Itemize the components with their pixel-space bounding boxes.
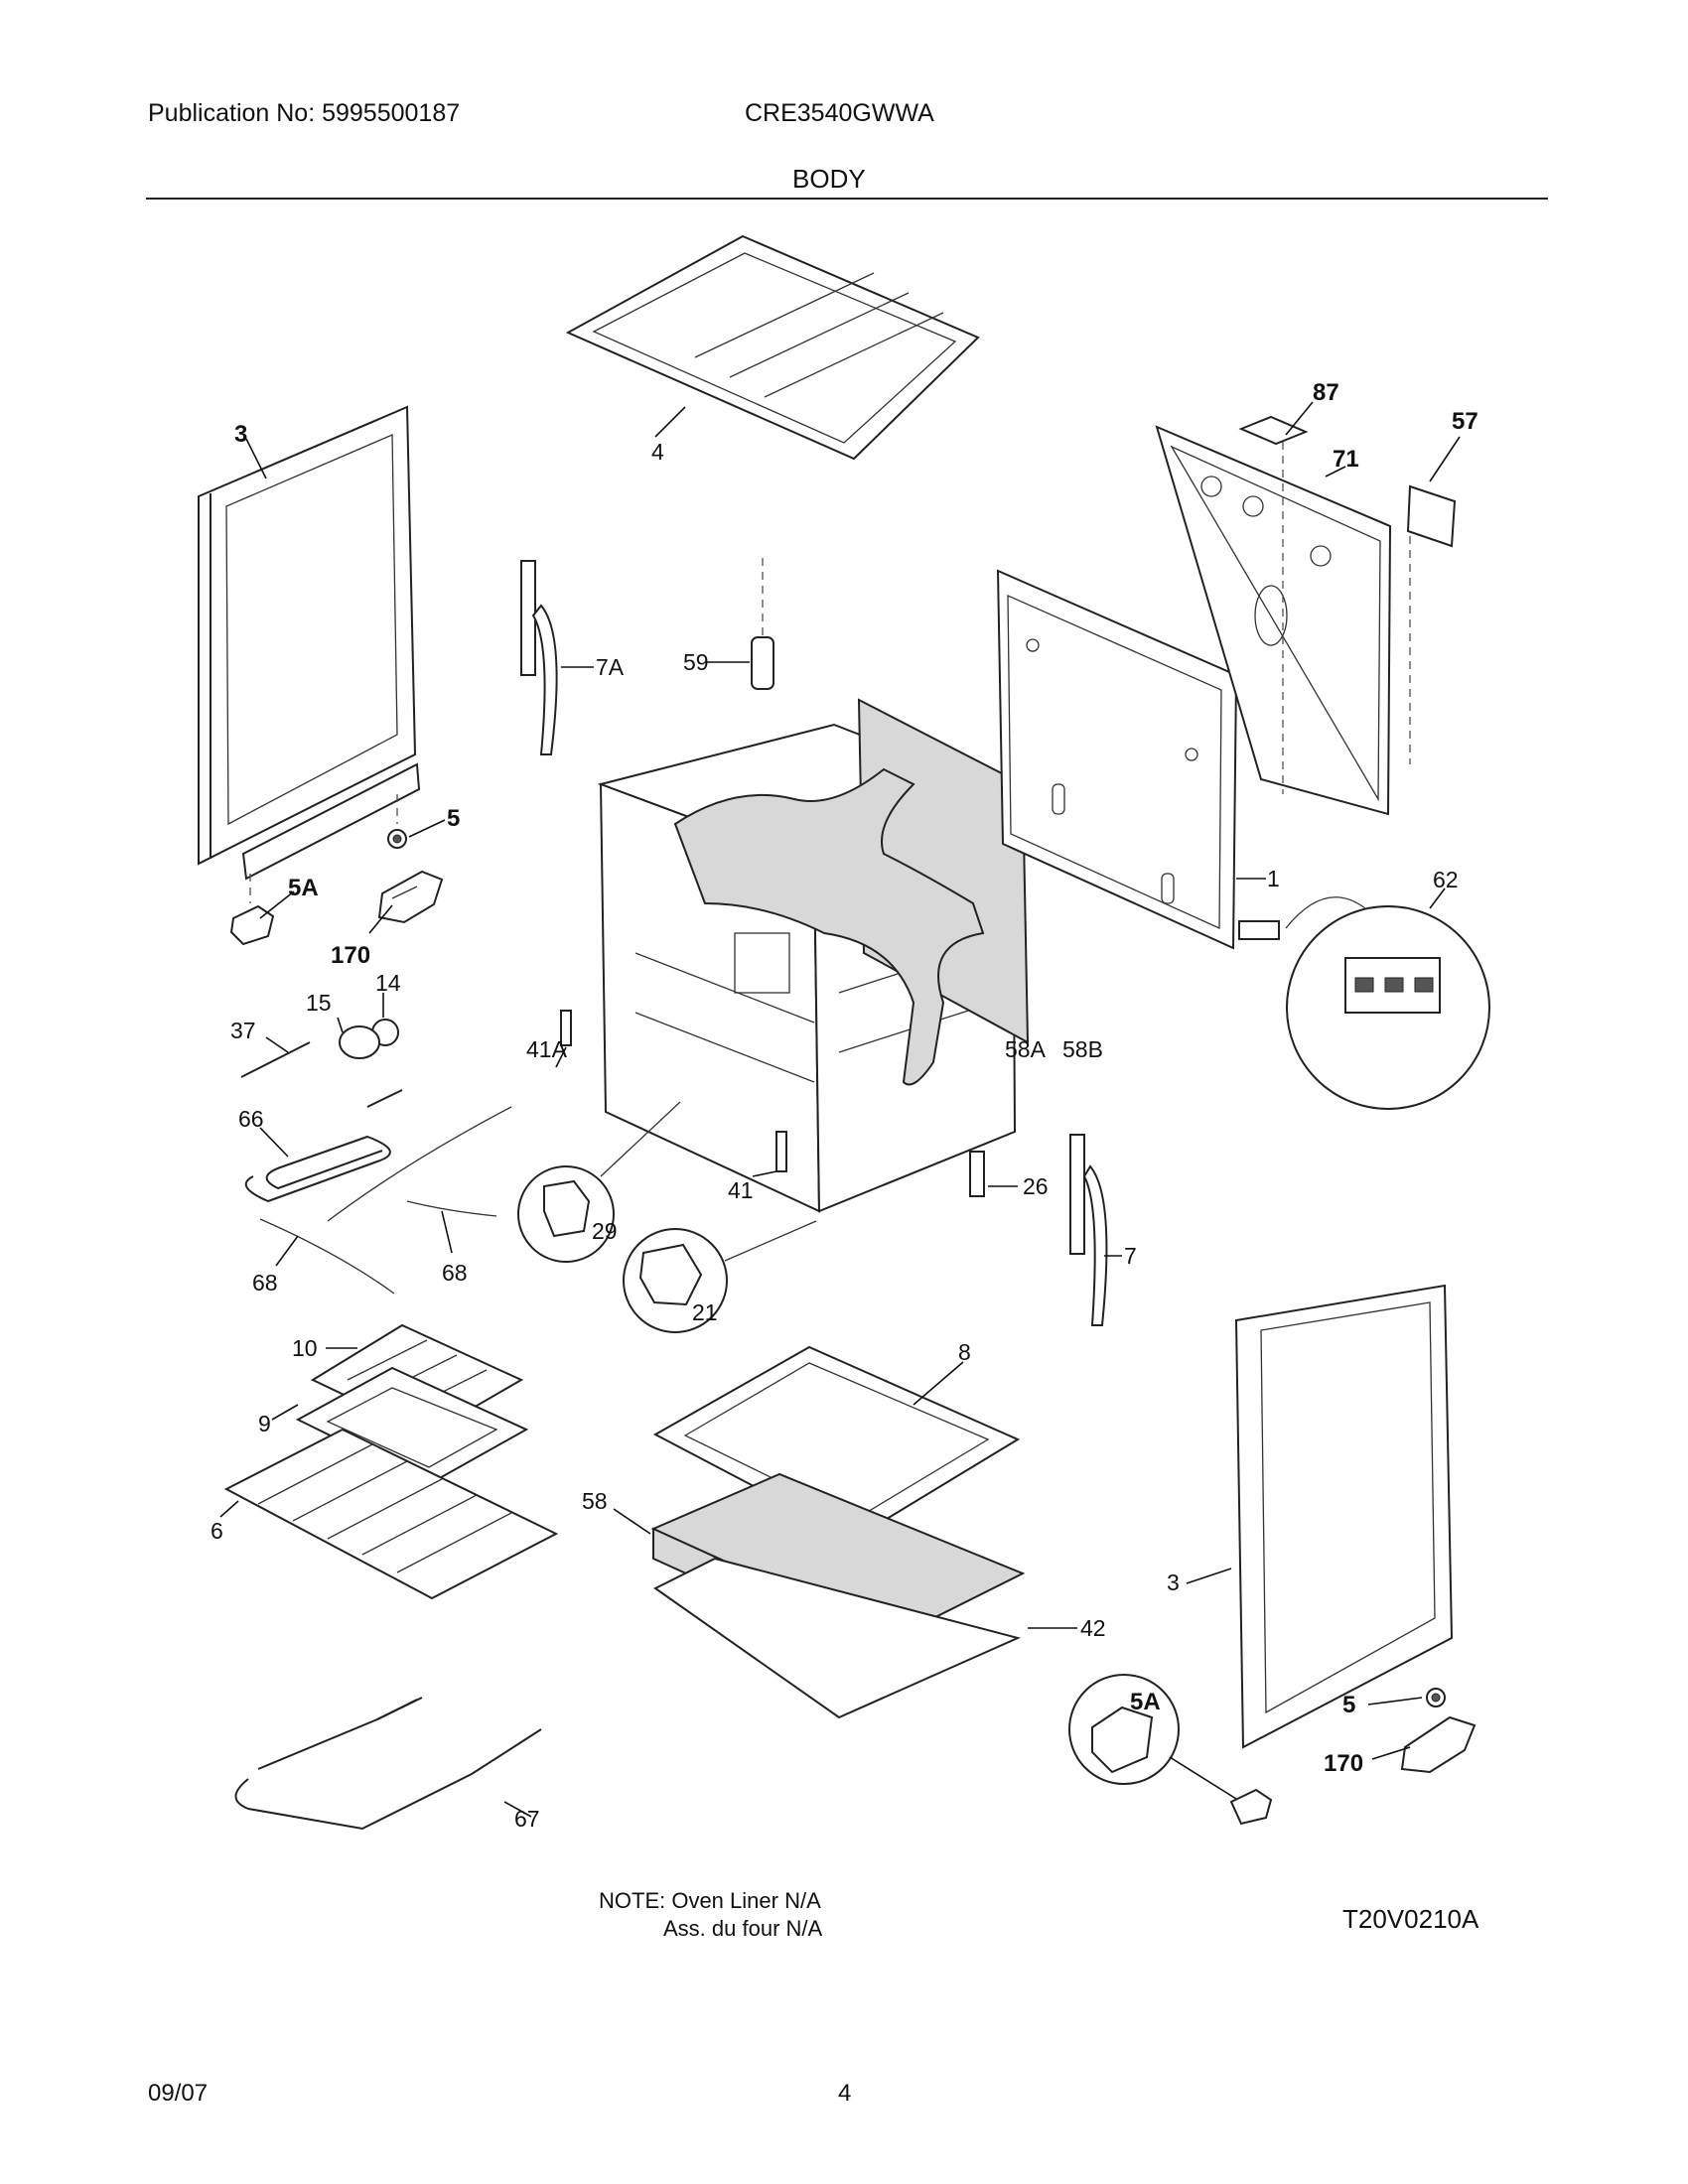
callout-1: 1	[1267, 866, 1280, 891]
part-42-bottom-shield	[653, 1557, 1022, 1719]
leader-3-left	[245, 438, 267, 479]
callout-9: 9	[258, 1411, 271, 1436]
part-68-wiring-harness	[259, 1106, 512, 1295]
callout-6: 6	[211, 1518, 223, 1544]
part-170-right-bracket	[1400, 1715, 1477, 1774]
leader-4	[654, 406, 686, 438]
callout-5A-right: 5A	[1130, 1689, 1161, 1715]
footer-date: 09/07	[148, 2080, 209, 2107]
callout-62: 62	[1433, 867, 1459, 892]
part-7A-hinge	[520, 560, 558, 755]
part-41A-clip	[560, 1010, 572, 1046]
callout-5-left: 5	[447, 805, 460, 832]
page-number: 4	[838, 2080, 852, 2107]
part-21-detail	[623, 1220, 817, 1333]
part-5A-right-detail	[1068, 1674, 1180, 1785]
callout-66: 66	[238, 1106, 264, 1132]
callout-15: 15	[306, 990, 332, 1016]
part-67-bake-element	[234, 1697, 542, 1831]
callout-58B: 58B	[1062, 1036, 1103, 1062]
part-3-left-side-panel	[198, 405, 421, 881]
callout-67: 67	[514, 1806, 540, 1832]
callout-41: 41	[728, 1177, 754, 1203]
part-59-leveling-leg	[751, 636, 774, 690]
callout-21: 21	[692, 1299, 718, 1325]
callout-5A-left: 5A	[288, 875, 319, 901]
part-87-bracket	[1238, 415, 1309, 446]
drawing-code: T20V0210A	[1342, 1904, 1479, 1934]
part-5-left-screw	[387, 829, 407, 849]
part-26-bracket	[969, 1151, 985, 1197]
section-title: BODY	[792, 164, 866, 194]
callout-41A: 41A	[526, 1036, 568, 1062]
callout-57: 57	[1452, 408, 1478, 435]
part-57-cover	[1406, 484, 1457, 548]
callout-8: 8	[958, 1339, 971, 1365]
callout-58: 58	[582, 1488, 608, 1514]
callout-58A: 58A	[1005, 1036, 1047, 1062]
part-62-terminal-block	[1238, 896, 1490, 1110]
part-37-sensor-probe	[240, 1041, 311, 1078]
callout-170-left: 170	[331, 942, 370, 969]
part-7-hinge	[1069, 1134, 1108, 1326]
callout-3-left: 3	[234, 421, 247, 448]
part-58A-top-insulation	[673, 767, 985, 1086]
callout-42: 42	[1080, 1615, 1106, 1641]
part-3-right-side-panel	[1234, 1284, 1454, 1749]
part-4-top-panel	[565, 234, 980, 461]
note-line-2: Ass. du four N/A	[663, 1916, 823, 1941]
callout-29: 29	[592, 1218, 618, 1244]
header-rule	[146, 198, 1548, 200]
part-66-broil-element	[244, 1089, 403, 1203]
callout-3-right: 3	[1167, 1570, 1180, 1595]
callout-71: 71	[1333, 446, 1359, 473]
part-170-left-bracket	[377, 870, 444, 924]
callout-14: 14	[375, 970, 401, 996]
callout-4: 4	[651, 439, 664, 465]
part-5A-right-hinge-receiver	[1229, 1788, 1273, 1826]
callout-37: 37	[230, 1018, 256, 1043]
model-number: CRE3540GWWA	[745, 99, 934, 127]
callout-170-right: 170	[1324, 1750, 1363, 1777]
callout-68-right: 68	[442, 1260, 468, 1286]
part-5-right-screw	[1426, 1688, 1446, 1707]
callout-26: 26	[1023, 1173, 1049, 1199]
part-15-light-bulb	[339, 1025, 380, 1059]
part-29-detail	[517, 1101, 681, 1263]
callout-5-right: 5	[1342, 1692, 1355, 1718]
callout-87: 87	[1313, 379, 1339, 406]
note-line-1: NOTE: Oven Liner N/A	[599, 1888, 821, 1913]
publication-number: Publication No: 5995500187	[148, 99, 461, 127]
callout-59: 59	[683, 649, 709, 675]
callout-10: 10	[292, 1335, 318, 1361]
part-6-oven-rack	[223, 1428, 559, 1600]
part-41-clip	[775, 1131, 787, 1172]
callout-7: 7	[1124, 1243, 1137, 1269]
part-71-back-panel	[1155, 425, 1392, 816]
callout-7A: 7A	[596, 654, 625, 680]
callout-68-left: 68	[252, 1270, 278, 1296]
part-1-rear-panel	[996, 569, 1238, 950]
